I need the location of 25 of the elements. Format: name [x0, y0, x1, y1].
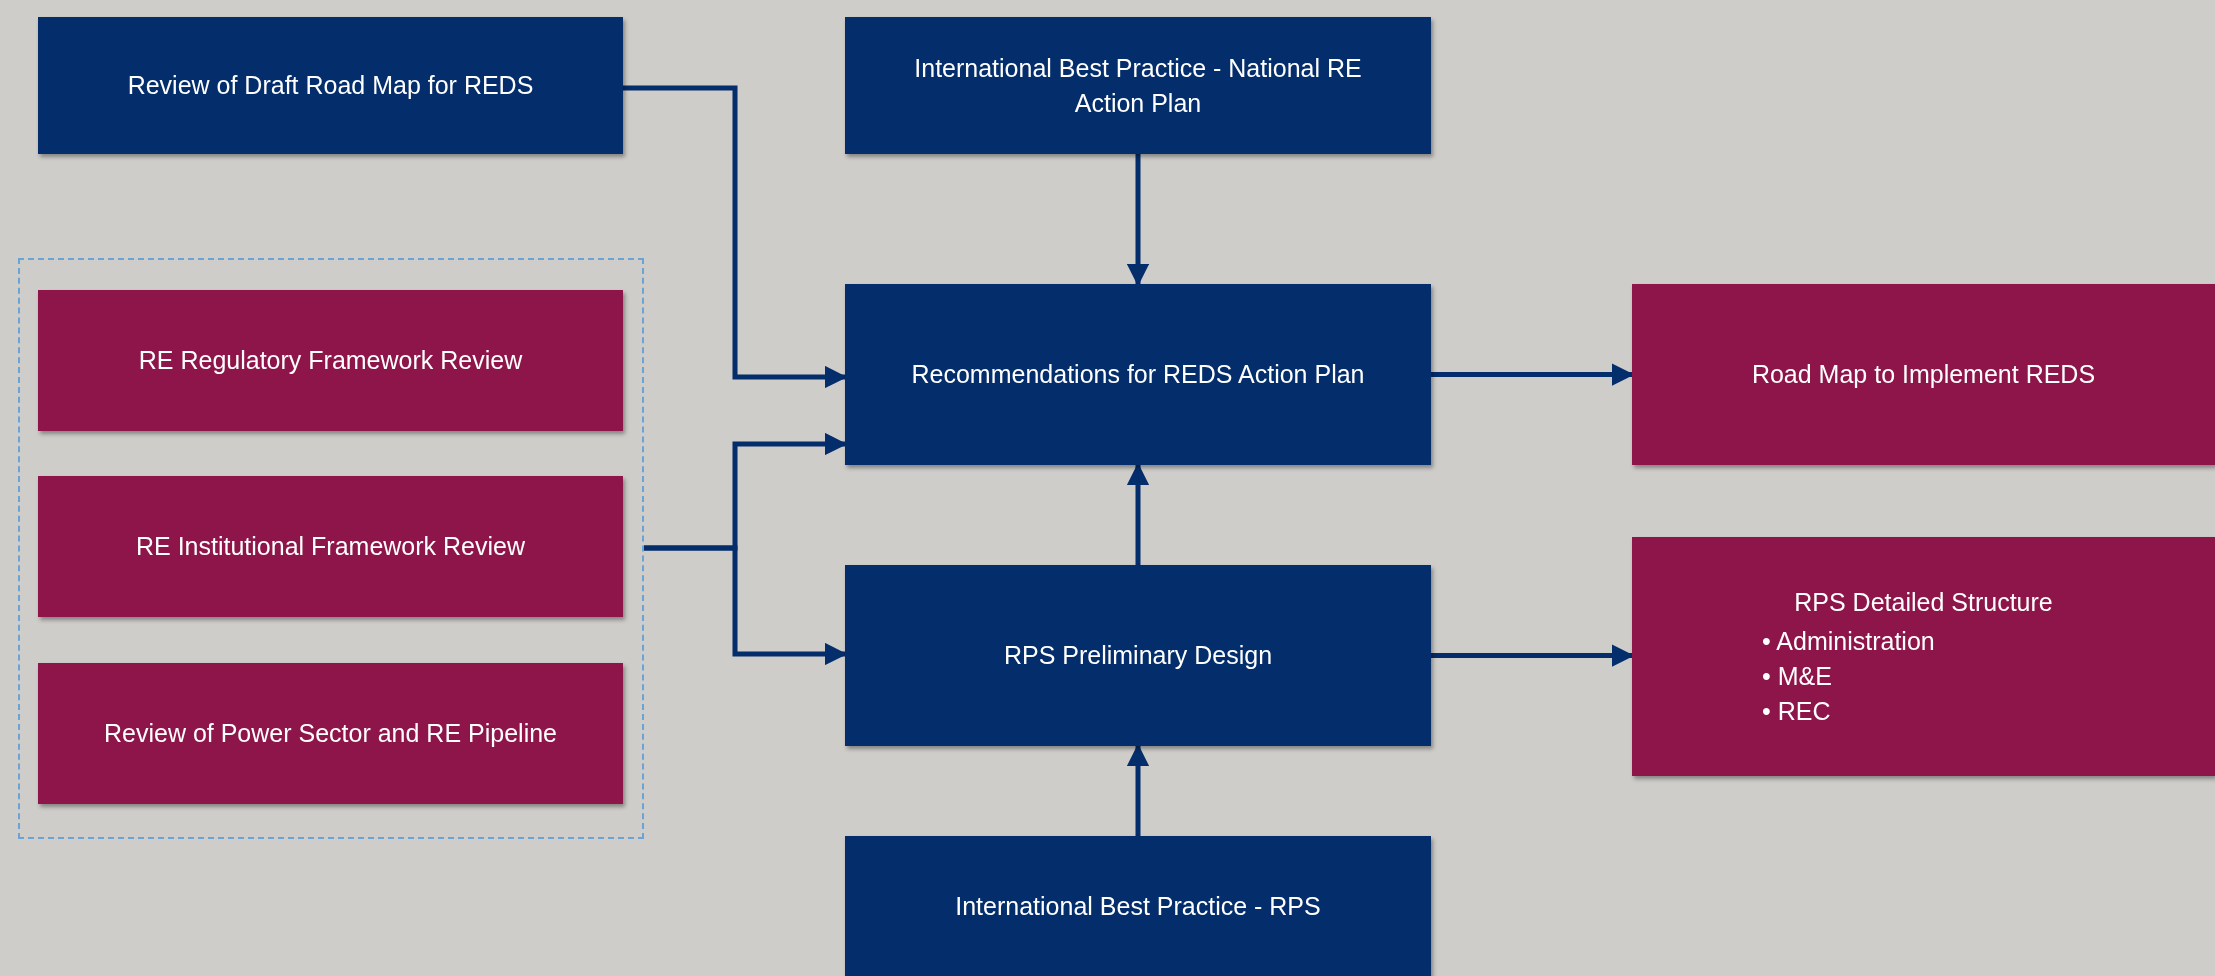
process-box: [1632, 284, 2215, 465]
process-box: [38, 476, 623, 617]
process-box: [845, 284, 1431, 465]
list-item: • REC: [1762, 695, 1832, 727]
box-label: Review of Power Sector and RE Pipeline: [104, 718, 557, 749]
box-label: RE Regulatory Framework Review: [138, 345, 523, 376]
box-label: Road Map to Implement REDS: [1751, 359, 2096, 390]
list-item: • Administration: [1762, 625, 1935, 657]
box-label: RPS Detailed Structure: [1794, 586, 2053, 618]
process-box: [38, 17, 623, 154]
process-box: [845, 565, 1431, 746]
process-box: [845, 17, 1431, 154]
box-label: International Best Practice - National RE Action Plan: [913, 52, 1363, 119]
box-label: Recommendations for REDS Action Plan: [911, 359, 1365, 390]
process-box: [1632, 537, 2215, 776]
box-label: International Best Practice - RPS: [955, 890, 1321, 922]
list-item: • M&E: [1762, 660, 1833, 692]
box-label: RPS Preliminary Design: [1003, 640, 1273, 671]
arrow: [1126, 154, 1150, 287]
process-box: [38, 290, 623, 431]
dashed-group-box: [18, 258, 644, 839]
box-label: RE Institutional Framework Review: [136, 531, 525, 562]
process-box: [845, 836, 1431, 976]
process-box: [38, 663, 623, 804]
box-label: Review of Draft Road Map for REDS: [127, 70, 534, 101]
